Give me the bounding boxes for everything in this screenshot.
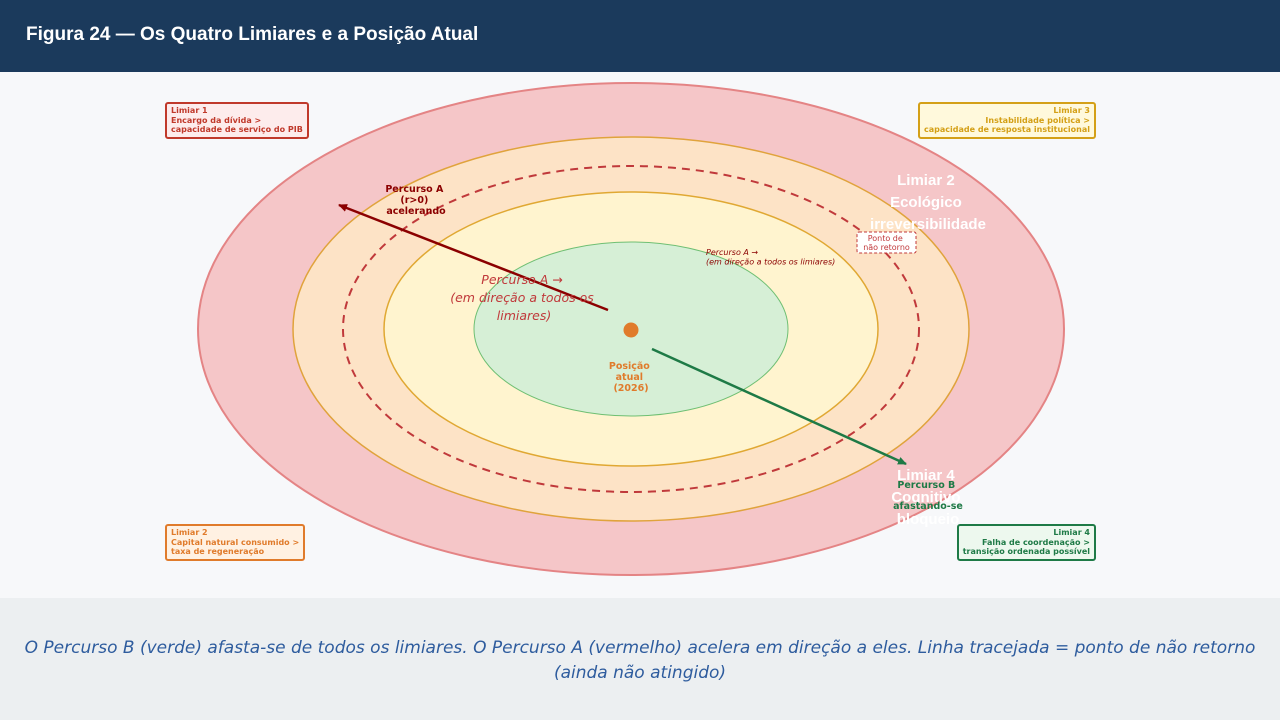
legend-box-title: Limiar 1 bbox=[171, 106, 208, 115]
legend-box-title: Limiar 2 bbox=[171, 528, 208, 537]
threshold-diagram: Posição atual (2026) Percurso A (r>0) ac… bbox=[0, 72, 1280, 598]
legend-box-line: Capital natural consumido > bbox=[171, 537, 300, 547]
caption: O Percurso B (verde) afasta-se de todos … bbox=[20, 636, 1260, 686]
legend-box-line: Encargo da dívida > bbox=[171, 115, 262, 125]
path-a-label-line: (r>0) bbox=[400, 195, 428, 206]
legend-box-limiar-1: Limiar 1 Encargo da dívida > capacidade … bbox=[165, 102, 309, 139]
path-a-small-label-line: (em direção a todos os limiares) bbox=[706, 258, 835, 267]
current-position-label: Posição atual (2026) bbox=[609, 361, 653, 394]
no-return-tag-box bbox=[856, 231, 917, 254]
legend-box-title: Limiar 3 bbox=[1053, 106, 1090, 115]
legend-box-line: capacidade de serviço do PIB bbox=[171, 125, 303, 134]
legend-box-line: Falha de coordenação > bbox=[981, 537, 1090, 547]
ring-label-limiar-2-line: Ecológico bbox=[890, 194, 962, 211]
ring-label-limiar-4: Limiar 4 Cognitivo bloqueio bbox=[891, 467, 964, 528]
no-return-tag-line: Ponto de bbox=[868, 234, 903, 243]
current-position-dot bbox=[623, 322, 639, 338]
no-return-tag-line: não retorno bbox=[863, 243, 910, 252]
ring-label-limiar-2-line: Limiar 2 bbox=[897, 172, 955, 189]
path-b-label-line: Percurso B bbox=[897, 480, 955, 491]
path-a-arrow bbox=[338, 203, 609, 312]
path-b-arrow bbox=[651, 347, 907, 466]
current-position-line: (2026) bbox=[613, 383, 648, 394]
ring-label-limiar-2: Limiar 2 Ecológico irreversibilidade bbox=[870, 172, 986, 233]
ring-label-limiar-4-line: Limiar 4 bbox=[897, 467, 955, 484]
point-of-no-return-ring bbox=[342, 165, 920, 493]
path-a-inner-label-line: Percurso A → bbox=[481, 272, 562, 287]
legend-box-limiar-3: Limiar 3 Instabilidade política > capaci… bbox=[918, 102, 1096, 139]
legend-box-limiar-4: Limiar 4 Falha de coordenação > transiçã… bbox=[956, 524, 1096, 561]
legend-box-limiar-2: Limiar 2 Capital natural consumido > tax… bbox=[165, 524, 306, 561]
legend-box-line: capacidade de resposta institucional bbox=[924, 125, 1090, 134]
legend-box-line: taxa de regeneração bbox=[171, 547, 265, 556]
current-position-line: Posição bbox=[609, 361, 650, 372]
path-a-inner-label-line: limiares) bbox=[497, 308, 551, 323]
path-a-inner-label: Percurso A → (em direção a todos os limi… bbox=[450, 272, 598, 323]
no-return-tag: Ponto de não retorno bbox=[856, 231, 917, 254]
no-return-tag-label: Ponto de não retorno bbox=[863, 234, 910, 252]
path-b-label-line: afastando-se bbox=[893, 501, 963, 512]
caption-line-1: O Percurso B (verde) afasta-se de todos … bbox=[24, 638, 1256, 658]
path-a-label-line: Percurso A bbox=[385, 184, 444, 195]
ring-label-limiar-2-line: irreversibilidade bbox=[870, 216, 986, 233]
title-bar: Figura 24 — Os Quatro Limiares e a Posiç… bbox=[0, 0, 1280, 72]
figure-title: Figura 24 — Os Quatro Limiares e a Posiç… bbox=[26, 24, 479, 45]
legend-box-title: Limiar 4 bbox=[1053, 528, 1090, 537]
caption-panel: O Percurso B (verde) afasta-se de todos … bbox=[0, 598, 1280, 720]
path-a-label: Percurso A (r>0) acelerando bbox=[385, 184, 446, 217]
threshold-diagram-svg: Posição atual (2026) Percurso A (r>0) ac… bbox=[197, 82, 1065, 576]
ring-label-limiar-4-line: bloqueio bbox=[897, 511, 960, 528]
legend-box-line: transição ordenada possível bbox=[962, 547, 1090, 556]
path-a-inner-label-line: (em direção a todos os bbox=[450, 290, 594, 305]
caption-line-2: (ainda não atingido) bbox=[553, 663, 727, 683]
path-b-label: Percurso B afastando-se bbox=[893, 480, 963, 512]
path-a-small-label-line: Percurso A → bbox=[706, 248, 758, 257]
ring-label-limiar-4-line: Cognitivo bbox=[891, 489, 960, 506]
path-a-small-label: Percurso A → (em direção a todos os limi… bbox=[706, 248, 835, 267]
path-a-label-line: acelerando bbox=[386, 206, 446, 217]
legend-box-line: Instabilidade política > bbox=[985, 115, 1090, 125]
current-position-line: atual bbox=[616, 372, 643, 383]
